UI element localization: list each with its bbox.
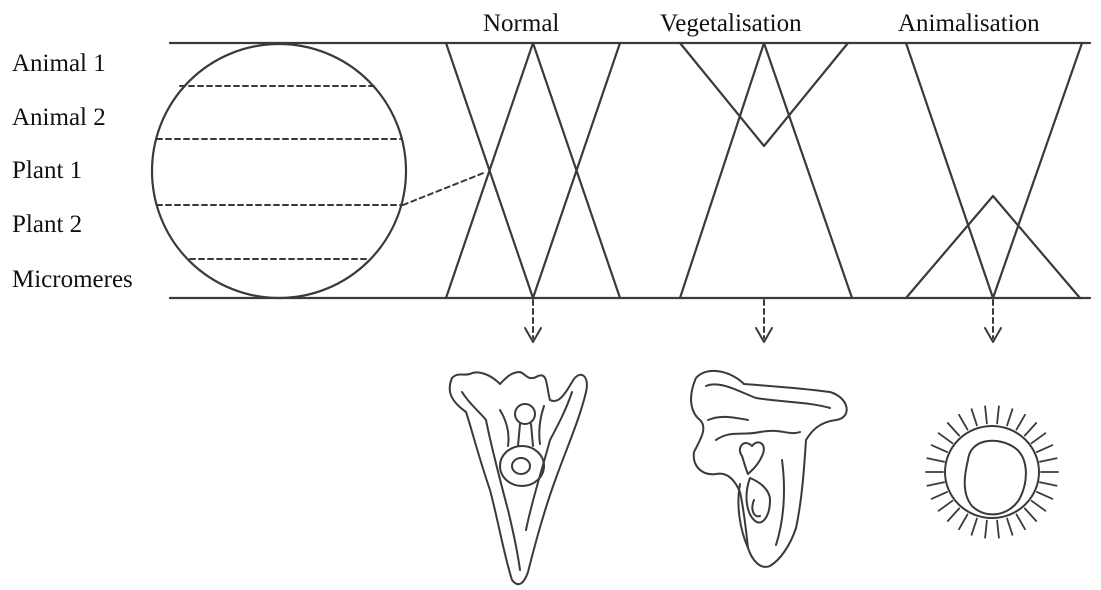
animalised-larva-drawing — [926, 406, 1058, 537]
cilium — [1040, 482, 1057, 486]
cilium — [1037, 492, 1053, 499]
cilium — [927, 482, 944, 486]
cilium — [959, 415, 968, 430]
cilium — [939, 433, 953, 443]
cilium — [1040, 458, 1057, 462]
cilium — [932, 445, 948, 452]
cilium — [927, 458, 944, 462]
outcome-arrows — [525, 300, 1001, 342]
cilium — [959, 514, 968, 529]
cilium — [1017, 415, 1026, 430]
vegetalised-larva-drawing — [691, 371, 847, 567]
cilium — [939, 501, 953, 511]
animalisation-gradients — [906, 43, 1082, 298]
normal-vegetal-gradient — [446, 43, 620, 298]
cilium — [1037, 445, 1053, 452]
cilium — [932, 492, 948, 499]
cilium — [1017, 514, 1026, 529]
cilium — [1025, 508, 1036, 521]
cilium — [948, 423, 959, 436]
vegetalisation-vegetal-gradient — [680, 43, 852, 298]
egg-diagram — [152, 44, 486, 298]
animalisation-animal-gradient — [906, 43, 1082, 298]
cilium — [972, 519, 977, 535]
normal-animal-gradient — [446, 43, 620, 298]
cilium — [1032, 433, 1046, 443]
cilium — [972, 409, 977, 425]
cilium — [948, 508, 959, 521]
cilium — [997, 521, 999, 538]
cilium — [985, 521, 987, 538]
cilium — [1007, 519, 1012, 535]
cilium — [1007, 409, 1012, 425]
normal-larva-drawing — [450, 372, 587, 584]
cilium — [1032, 501, 1046, 511]
cilium — [985, 406, 987, 423]
arrow-animalisation — [985, 300, 1001, 342]
vegetalisation-gradients — [680, 43, 852, 298]
animalisation-vegetal-gradient — [906, 196, 1080, 298]
connector-to-normal-gradient — [403, 172, 486, 205]
normal-gradients — [446, 43, 620, 298]
vegetalisation-animal-gradient — [680, 43, 848, 146]
arrow-normal — [525, 300, 541, 342]
cilium — [997, 406, 999, 423]
arrow-vegetalisation — [756, 300, 772, 342]
cilium — [1025, 423, 1036, 436]
